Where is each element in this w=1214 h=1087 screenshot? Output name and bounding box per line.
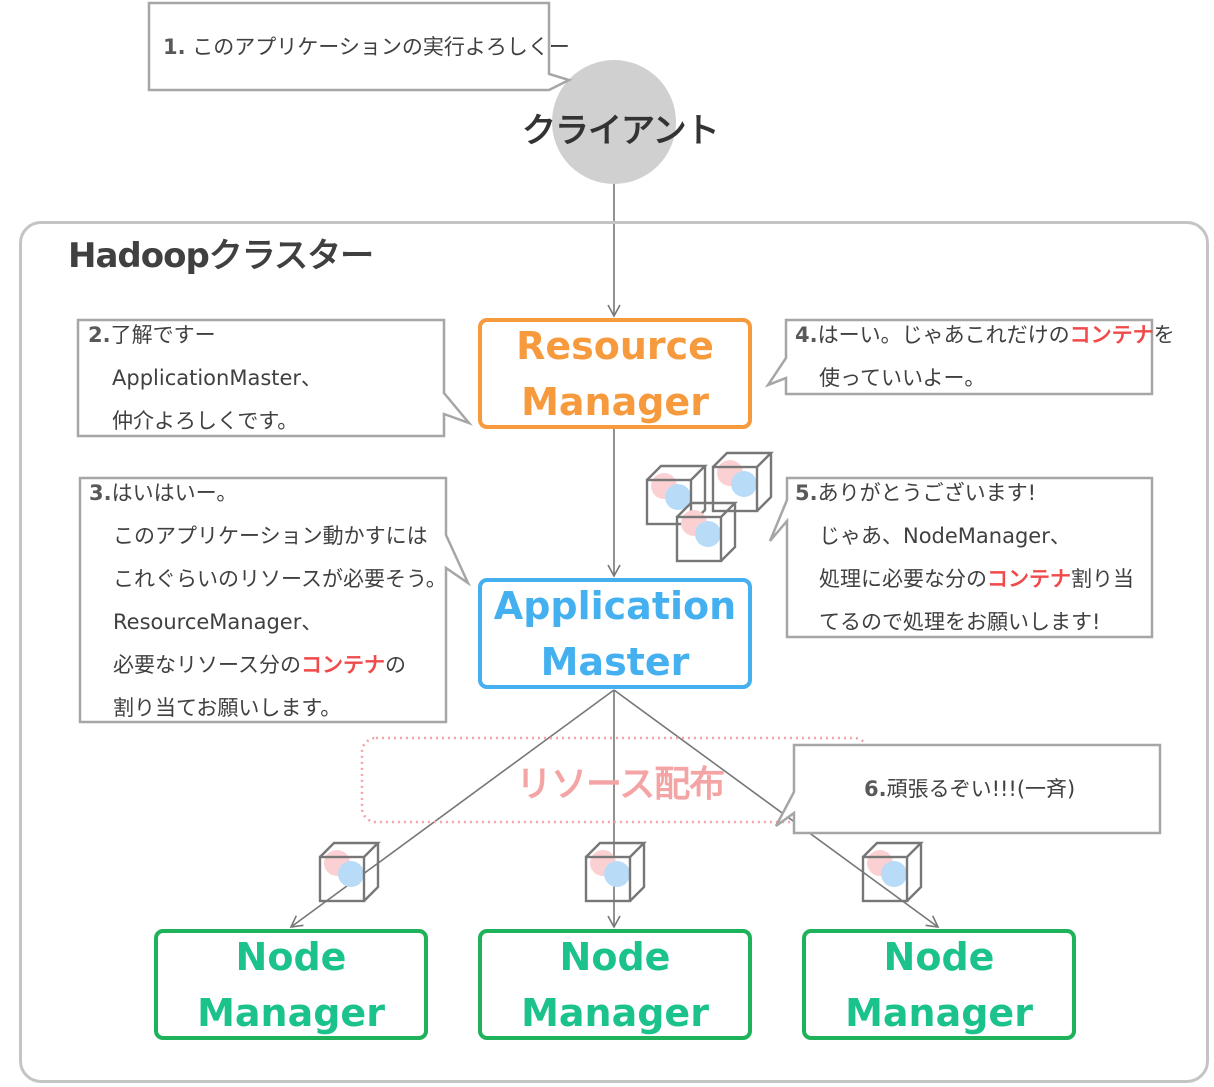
node-label-line1: Node — [559, 934, 671, 979]
bubble-line: ResourceManager、 — [113, 610, 323, 634]
bubble-2-text: 2.了解ですー ApplicationMaster、 仲介よろしくです。 — [88, 314, 322, 443]
node-label-line2: Manager — [521, 379, 709, 424]
bubble-6-text: 6.頑張るぞい!!!(一斉) — [864, 768, 1075, 811]
node-label-line2: Manager — [197, 990, 385, 1035]
node-label-line1: Node — [883, 934, 995, 979]
bubble-line: の — [384, 653, 406, 677]
bubble-line: ApplicationMaster、 — [112, 366, 323, 390]
distribution-box — [360, 736, 870, 824]
bubble-line: 割り当てお願いします。 — [113, 696, 342, 720]
bubble-line: はーい。じゃあこれだけの — [817, 323, 1070, 347]
bubble-5-text: 5.ありがとうございます! じゃあ、NodeManager、 処理に必要な分のコ… — [795, 472, 1134, 644]
step-number: 5. — [795, 481, 818, 505]
step-number: 3. — [89, 481, 112, 505]
bubble-1 — [147, 1, 573, 92]
node-label-line1: Resource — [516, 323, 714, 368]
node-manager-2: Node Manager — [478, 929, 752, 1040]
bubble-3 — [78, 476, 472, 724]
bubble-line: 使っていいよー。 — [819, 366, 986, 390]
bubble-line: このアプリケーションの実行よろしくー — [192, 35, 570, 59]
bubble-line: 了解ですー — [110, 323, 216, 347]
bubble-line: を — [1153, 323, 1175, 347]
bubble-line: このアプリケーション動かすには — [113, 524, 428, 548]
bubble-4 — [764, 318, 1154, 396]
application-master-node: Application Master — [478, 578, 752, 689]
bubble-4-text: 4.はーい。じゃあこれだけのコンテナを 使っていいよー。 — [795, 314, 1175, 400]
bubble-line: はいはいー。 — [111, 481, 238, 505]
bubble-line: 割り当 — [1071, 567, 1134, 591]
bubble-1-text: 1. このアプリケーションの実行よろしくー — [163, 26, 570, 69]
bubble-line: 仲介よろしくです。 — [112, 409, 299, 433]
bubble-line: 頑張るぞい!!!(一斉) — [886, 777, 1076, 801]
bubble-5 — [768, 476, 1154, 639]
client-circle — [552, 60, 676, 184]
node-label-line2: Master — [540, 639, 690, 684]
bubble-line: 処理に必要な分の — [819, 567, 987, 591]
resource-distribution-label: リソース配布 — [516, 764, 725, 805]
step-number: 2. — [88, 323, 111, 347]
bubble-3-text: 3.はいはいー。 このアプリケーション動かすには これぐらいのリソースが必要そう… — [89, 472, 447, 730]
client-label: クライアント — [522, 111, 720, 151]
container-keyword: コンテナ — [987, 567, 1071, 591]
node-manager-1: Node Manager — [154, 929, 428, 1040]
bubble-line: 必要なリソース分の — [113, 653, 301, 677]
container-keyword: コンテナ — [1069, 323, 1154, 347]
bubble-6 — [774, 743, 1162, 835]
node-label-line2: Manager — [521, 990, 709, 1035]
step-number: 1. — [163, 35, 186, 59]
cluster-title: Hadoopクラスター — [68, 236, 374, 276]
node-label-line1: Node — [235, 934, 347, 979]
bubble-line: てるので処理をお願いします! — [819, 610, 1101, 634]
step-number: 4. — [795, 323, 818, 347]
container-keyword: コンテナ — [300, 653, 385, 677]
bubble-line: これぐらいのリソースが必要そう。 — [113, 567, 447, 591]
step-number: 6. — [864, 777, 887, 801]
bubble-line: じゃあ、NodeManager、 — [819, 524, 1071, 548]
hadoop-cluster-frame — [19, 221, 1209, 1083]
arrow-am-to-nm1 — [289, 689, 615, 928]
resource-manager-node: Resource Manager — [478, 318, 752, 429]
bubble-line: ありがとうございます! — [817, 481, 1037, 505]
node-label-line1: Application — [493, 583, 737, 628]
bubble-2 — [76, 318, 473, 438]
node-manager-3: Node Manager — [802, 929, 1076, 1040]
node-label-line2: Manager — [845, 990, 1033, 1035]
arrow-am-to-nm3 — [613, 689, 940, 928]
